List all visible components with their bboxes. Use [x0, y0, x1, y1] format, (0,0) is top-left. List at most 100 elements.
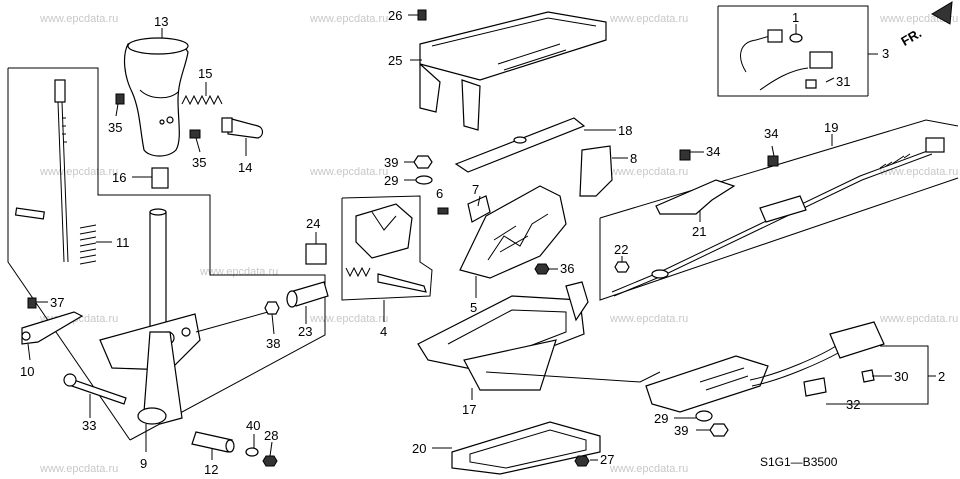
- callout-22: 22: [614, 242, 628, 257]
- callout-15: 15: [198, 66, 212, 81]
- shift-gate: [459, 185, 567, 279]
- callout-35a: 35: [108, 120, 122, 135]
- base-bracket: [565, 281, 589, 322]
- indicator-slots: [699, 367, 749, 391]
- sensor-connector: [809, 51, 833, 69]
- bolt-head: [63, 373, 77, 387]
- screw: [417, 9, 427, 21]
- base-housing: [463, 339, 557, 391]
- lever-rod-top: [54, 79, 66, 103]
- slide-hole: [513, 136, 527, 144]
- panel-leg: [419, 62, 441, 113]
- cable-boot: [879, 153, 911, 169]
- callout-28: 28: [264, 428, 278, 443]
- watermark: www.epcdata.ru: [609, 313, 688, 325]
- collar-end: [225, 439, 235, 453]
- callout-34b: 34: [764, 126, 778, 141]
- cable-end: [925, 137, 945, 153]
- leader-harness: [485, 371, 661, 383]
- nut: [709, 423, 729, 437]
- lever-pivot: [137, 407, 167, 425]
- sensor-wire: [740, 35, 771, 73]
- watermark: www.epcdata.ru: [879, 166, 958, 178]
- shift-cable-edge: [613, 153, 933, 297]
- plunger: [377, 273, 427, 293]
- bracket: [579, 145, 613, 197]
- nut: [264, 301, 280, 315]
- watermark: www.epcdata.ru: [199, 266, 278, 278]
- callout-7: 7: [472, 182, 479, 197]
- callout-16: 16: [112, 170, 126, 185]
- callout-39a: 39: [384, 155, 398, 170]
- watermark: www.epcdata.ru: [879, 313, 958, 325]
- callout-30: 30: [894, 369, 908, 384]
- callout-21: 21: [692, 224, 706, 239]
- group-frame-2: [826, 345, 929, 405]
- callout-12: 12: [204, 462, 218, 477]
- rod-spring: [79, 224, 97, 265]
- knob-button-hole: [166, 116, 174, 124]
- harness-group: [485, 321, 936, 437]
- solenoid: [355, 203, 413, 259]
- watermark: www.epcdata.ru: [309, 13, 388, 25]
- callout-35b: 35: [192, 155, 206, 170]
- front-arrow-icon: [931, 1, 953, 25]
- callout-8: 8: [630, 151, 637, 166]
- callout-27: 27: [600, 452, 614, 467]
- watermark: www.epcdata.ru: [39, 166, 118, 178]
- callout-13: 13: [154, 14, 168, 29]
- gate-pattern: [487, 213, 549, 261]
- callout-36: 36: [560, 261, 574, 276]
- nut: [614, 261, 630, 273]
- lock-bracket: [21, 311, 84, 345]
- harness-connector: [829, 321, 885, 359]
- callout-31: 31: [836, 74, 850, 89]
- watermark: www.epcdata.ru: [609, 13, 688, 25]
- harness-clip: [861, 369, 875, 383]
- knob-screw-hole: [159, 119, 165, 125]
- collar: [191, 431, 233, 453]
- callout-6: 6: [436, 186, 443, 201]
- callout-14: 14: [238, 160, 252, 175]
- nut: [534, 263, 550, 275]
- sensor-wire: [759, 67, 809, 91]
- leader-7: [477, 195, 481, 207]
- callout-17: 17: [462, 402, 476, 417]
- callout-10: 10: [20, 364, 34, 379]
- callout-4: 4: [380, 324, 387, 339]
- knob-button-stem: [221, 117, 233, 133]
- cable-clamp: [759, 195, 807, 223]
- group-frame-3b: [718, 5, 869, 96]
- knob-contour: [139, 89, 179, 99]
- panel-leg: [461, 79, 481, 131]
- front-direction-arrow: FR.: [898, 1, 953, 49]
- group-frame-4: [341, 195, 433, 301]
- sensor-switch: [767, 29, 783, 43]
- shift-lever-group: [7, 28, 329, 467]
- group-frame-left: [7, 68, 131, 441]
- watermark: www.epcdata.ru: [609, 166, 688, 178]
- diagram-code: S1G1—B3500: [760, 455, 838, 469]
- front-label: FR.: [898, 25, 924, 48]
- base-rim: [447, 309, 567, 363]
- shift-base: [417, 295, 585, 373]
- leader-38: [271, 313, 275, 335]
- nut: [262, 455, 278, 467]
- callout-labels: 1 2 3 4 5 6 7 8 9 10 11 12 13 14 15 16 1…: [20, 8, 945, 477]
- lever-lower: [143, 331, 183, 425]
- harness-clip: [803, 377, 827, 397]
- panel-edge: [431, 17, 597, 47]
- detent-spring: [467, 195, 491, 223]
- nut: [413, 155, 433, 169]
- bracket-hole: [21, 331, 31, 341]
- watermark: www.epcdata.ru: [309, 166, 388, 178]
- harness-wire: [749, 345, 837, 381]
- gate-ribs: [493, 225, 529, 253]
- washer: [695, 410, 713, 422]
- leader-34b: [771, 145, 775, 157]
- leader-10: [27, 343, 31, 361]
- lever-rod-edge: [61, 101, 69, 263]
- callout-1: 1: [792, 10, 799, 25]
- shift-indicator-unit: [645, 355, 769, 413]
- callout-39b: 39: [674, 423, 688, 438]
